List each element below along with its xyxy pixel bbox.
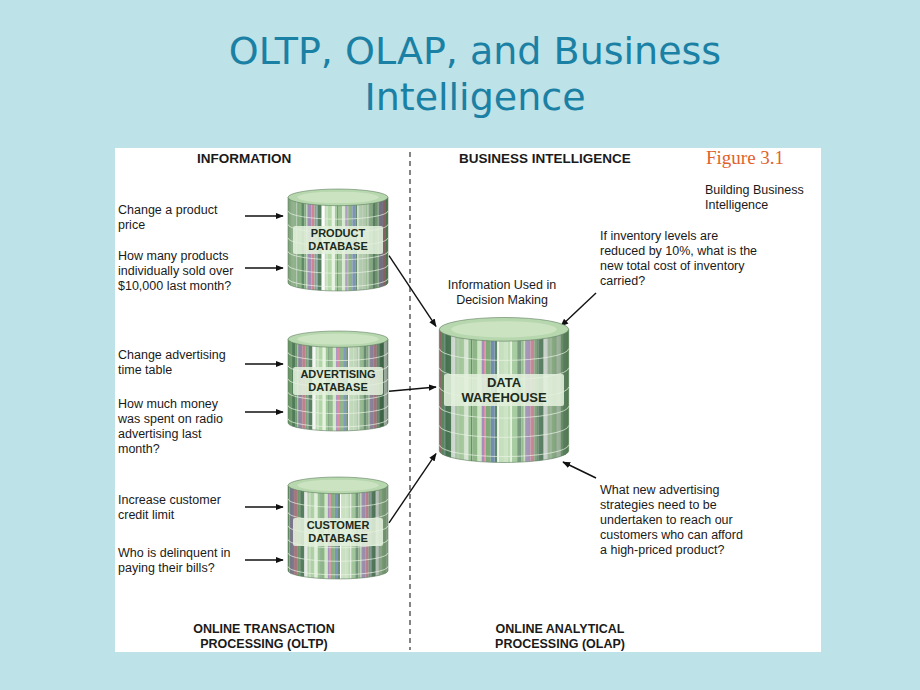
text-label: ONLINE TRANSACTION PROCESSING (OLTP) (164, 622, 364, 652)
text-label: Figure 3.1 (706, 147, 784, 169)
flow-arrow (389, 454, 436, 523)
text-label: Increase customer credit limit (118, 493, 240, 523)
cylinder-label: DATA WAREHOUSE (444, 374, 564, 406)
divider-dashed (409, 152, 410, 650)
database-cylinder: PRODUCT DATABASE (287, 188, 389, 292)
database-cylinder: CUSTOMER DATABASE (287, 476, 389, 580)
text-label: What new advertising strategies need to … (600, 483, 752, 558)
database-cylinder: ADVERTISING DATABASE (287, 330, 389, 432)
figure-panel (115, 148, 821, 652)
text-label: Who is delinquent in paying their bills? (118, 546, 243, 576)
text-label: How much money was spent on radio advert… (118, 397, 240, 457)
database-cylinder: DATA WAREHOUSE (438, 316, 570, 464)
slide-title: OLTP, OLAP, and Business Intelligence (160, 28, 790, 120)
text-label: Change a product price (118, 203, 240, 233)
text-label: How many products individually sold over… (118, 249, 243, 294)
text-label: BUSINESS INTELLIGENCE (459, 151, 631, 168)
text-label: ONLINE ANALYTICAL PROCESSING (OLAP) (475, 622, 645, 652)
text-label: Building Business Intelligence (705, 183, 819, 213)
flow-arrow (389, 256, 436, 327)
cylinder-label: CUSTOMER DATABASE (293, 518, 383, 546)
text-label: INFORMATION (197, 151, 291, 168)
text-label: If inventory levels are reduced by 10%, … (600, 229, 762, 289)
text-label: Change advertising time table (118, 348, 240, 378)
cylinder-label: ADVERTISING DATABASE (293, 367, 383, 395)
text-label: Information Used in Decision Making (440, 278, 564, 308)
cylinder-label: PRODUCT DATABASE (293, 226, 383, 254)
flow-arrow (389, 387, 436, 391)
